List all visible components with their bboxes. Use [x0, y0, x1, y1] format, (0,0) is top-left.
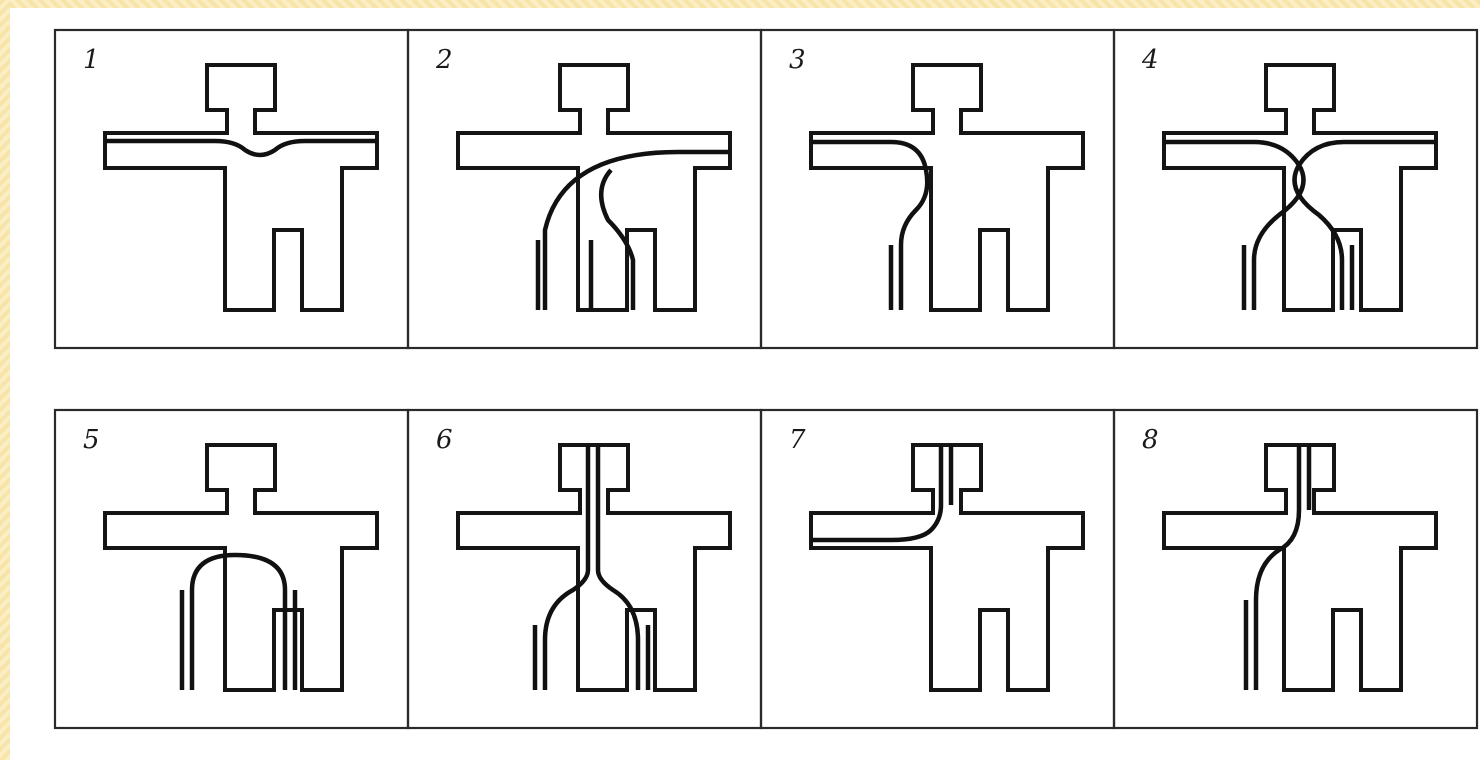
body-outline — [811, 65, 1083, 310]
panel-7: 7 — [761, 410, 1114, 728]
body-outline — [458, 65, 730, 310]
panel-number: 2 — [435, 45, 453, 75]
panel-number: 8 — [1142, 425, 1159, 455]
panel-5: 5 — [55, 410, 408, 728]
panel-number: 6 — [436, 425, 453, 455]
body-outline — [105, 65, 377, 310]
body-outline — [458, 445, 730, 690]
panel-number: 7 — [789, 425, 806, 455]
panel-8: 8 — [1114, 410, 1477, 728]
body-outline — [811, 445, 1083, 690]
panel-2: 2 — [408, 30, 761, 348]
panel-number: 5 — [83, 425, 100, 455]
panel-1: 1 — [55, 30, 408, 348]
body-outline — [105, 445, 377, 690]
panel-4: 4 — [1114, 30, 1477, 348]
panel-number: 4 — [1141, 45, 1159, 75]
panel-6: 6 — [408, 410, 761, 728]
panel-number: 3 — [789, 45, 806, 75]
panel-number: 1 — [83, 45, 100, 75]
panel-3: 3 — [761, 30, 1114, 348]
